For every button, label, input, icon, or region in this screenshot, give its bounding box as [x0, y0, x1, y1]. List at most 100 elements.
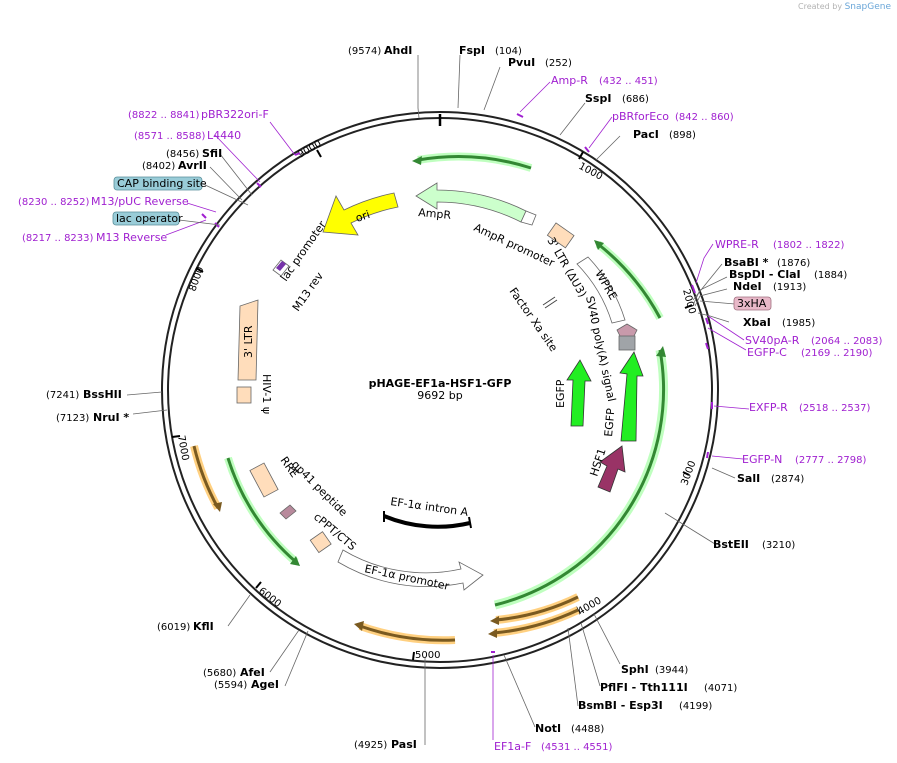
site-agei-pos: (5594): [214, 680, 247, 691]
plasmid-length: 9692 bp: [417, 389, 462, 402]
primer-m13rev-range: (8217 .. 8233): [22, 233, 94, 244]
orf-arc-top: [412, 152, 533, 172]
site-fspi-name: FspI: [459, 44, 485, 57]
ef1a-promoter-label: EF-1α promoter: [363, 562, 450, 593]
hiv-psi-label: HIV-1 ψ: [260, 374, 273, 414]
ltr3-feature: 3' LTR: [237, 299, 259, 381]
m13rev-label: M13 rev: [290, 269, 326, 313]
tick-label-6000: 6000: [256, 586, 283, 610]
site-bspdi-pos: (1884): [814, 270, 847, 281]
hsf1-feature: HSF1: [587, 445, 626, 493]
primer-wprer-name: WPRE-R: [715, 238, 759, 251]
primer-sv40par-name: SV40pA-R: [745, 334, 800, 347]
primer-labels: Amp-R (432 .. 451) pBRforEco (842 .. 860…: [18, 74, 883, 753]
site-pvui-name: PvuI: [508, 56, 535, 69]
ampr-label: AmpR: [418, 206, 452, 222]
3xha-box: [733, 296, 772, 311]
primer-l4440-range: (8571 .. 8588): [134, 131, 206, 142]
primer-pbr322-name: pBR322ori-F: [201, 108, 269, 121]
cap-binding-label: CAP binding site: [117, 177, 207, 190]
primer-ef1af-name: EF1a-F: [494, 740, 531, 753]
site-pasi-name: PasI: [391, 738, 417, 751]
site-pvui-pos: (252): [545, 58, 572, 69]
hiv-psi-feature: HIV-1 ψ: [236, 374, 273, 414]
ef1a-promoter-feature: EF-1α promoter: [337, 549, 484, 593]
site-afei-name: AfeI: [240, 666, 265, 679]
site-kfli-name: KflI: [193, 620, 214, 633]
site-sfii-pos: (8456): [166, 149, 199, 160]
site-sphi-name: SphI: [621, 663, 649, 676]
site-bsshii-name: BssHII: [83, 388, 122, 401]
site-paci-pos: (898): [669, 130, 696, 141]
primer-pbrforeco-range: (842 .. 860): [675, 112, 734, 123]
site-pflfi-name: PflFI - Tth111I: [600, 681, 688, 694]
site-kfli-pos: (6019): [157, 622, 190, 633]
primer-pbr322-range: (8822 .. 8841): [128, 110, 200, 121]
credit-brand: SnapGene: [844, 2, 891, 12]
site-nrui-pos: (7123): [56, 413, 89, 424]
site-sfii-name: SfiI: [202, 147, 222, 160]
site-leaders: [126, 54, 736, 745]
site-labels: (9574) AhdI FspI (104) PvuI (252) SspI (…: [46, 44, 847, 751]
scale-ticks: 1000 2000 3000 4000 5000 6000 7000 8000 …: [171, 138, 699, 661]
site-ahdi-name: AhdI: [384, 44, 412, 57]
lac-promoter-label: lac promoter: [278, 218, 329, 284]
site-noti-pos: (4488): [571, 724, 604, 735]
ori-feature: ori: [322, 192, 399, 236]
site-bsshii-pos: (7241): [46, 390, 79, 401]
primer-sv40par-range: (2064 .. 2083): [811, 336, 883, 347]
orf-arc-bottom-orange-2: [488, 606, 580, 638]
ori-label: ori: [354, 208, 372, 225]
ef1a-intron-label: EF-1α intron A: [390, 495, 470, 519]
ef1a-intron-feature: EF-1α intron A: [383, 495, 472, 529]
site-ndei-pos: (1913): [773, 282, 806, 293]
cppt-feature: cPPT/CTS: [309, 510, 359, 553]
primer-pbrforeco-name: pBRforEco: [612, 110, 669, 123]
primer-l4440-name: L4440: [207, 129, 241, 142]
primer-exfpr-name: EXFP-R: [749, 401, 788, 414]
site-noti-name: NotI: [535, 722, 561, 735]
orf-arc-right-large: [493, 346, 669, 610]
3xha-label: 3xHA: [737, 297, 767, 310]
tick-label-9000: 9000: [296, 138, 324, 160]
primer-leaders: [165, 81, 750, 740]
egfp1-label: EGFP: [554, 379, 567, 408]
site-xbai-name: XbaI: [743, 316, 771, 329]
lac-operator-label: lac operator: [116, 212, 183, 225]
site-agei-name: AgeI: [251, 678, 279, 691]
primer-wprer-range: (1802 .. 1822): [773, 240, 845, 251]
site-pflfi-pos: (4071): [704, 683, 737, 694]
primer-ef1af-range: (4531 .. 4551): [541, 742, 613, 753]
site-nrui-name: NruI *: [93, 411, 129, 424]
boxed-features: CAP binding site lac operator 3xHA: [112, 176, 772, 311]
tick-label-7000: 7000: [175, 435, 190, 462]
site-bsteii-name: BstEII: [713, 538, 749, 551]
orf-arc-right-outer: [594, 240, 664, 320]
primer-egfpc-name: EGFP-C: [747, 346, 787, 359]
orf-arc-left-orange: [190, 445, 222, 512]
primer-m13puc-range: (8230 .. 8252): [18, 197, 90, 208]
site-bsmbi-pos: (4199): [679, 701, 712, 712]
primer-egfpn-range: (2777 .. 2798): [795, 455, 867, 466]
snapgene-credit: Created by SnapGene: [798, 2, 891, 12]
ampr-feature: AmpR AmpR promoter: [415, 182, 557, 270]
site-fspi-pos: (104): [495, 46, 522, 57]
primer-ampr-range: (432 .. 451): [599, 76, 658, 87]
primer-egfpc-range: (2169 .. 2190): [801, 348, 873, 359]
egfp2-label: EGFP: [602, 407, 617, 437]
egfp-feature-outer: EGFP: [602, 351, 644, 442]
site-sphi-pos: (3944): [655, 665, 688, 676]
credit-prefix: Created by: [798, 2, 843, 11]
orf-arc-bottom-orange-3: [354, 621, 456, 645]
primer-exfpr-range: (2518 .. 2537): [799, 403, 871, 414]
site-ndei-name: NdeI: [733, 280, 762, 293]
site-bsabi-pos: (1876): [777, 258, 810, 269]
site-ahdi-pos: (9574): [348, 46, 381, 57]
site-bsabi-name: BsaBI *: [724, 256, 769, 269]
site-bsmbi-name: BsmBI - Esp3I: [578, 699, 663, 712]
primer-egfpn-name: EGFP-N: [742, 453, 782, 466]
lac-operator-box: [112, 211, 180, 226]
site-bspdi-name: BspDI - ClaI: [729, 268, 801, 281]
site-bsteii-pos: (3210): [762, 540, 795, 551]
